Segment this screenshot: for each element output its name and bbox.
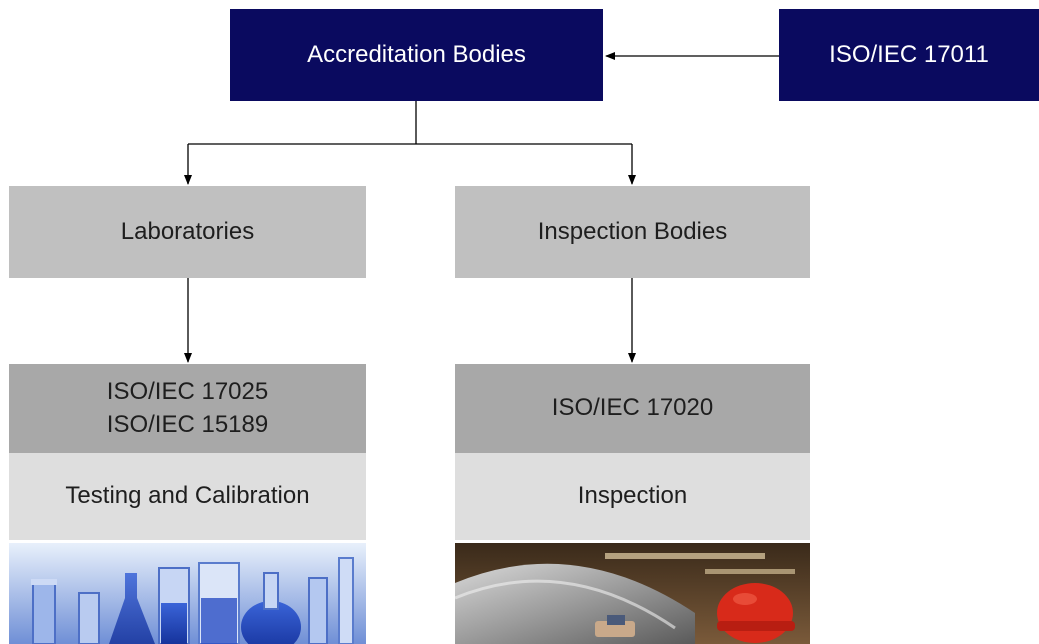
accreditation-bodies-label: Accreditation Bodies [307,40,526,68]
inspection-standard-17020: ISO/IEC 17020 [551,394,714,422]
inspection-standard-box: ISO/IEC 17020 [455,364,810,453]
iso-17011-box: ISO/IEC 17011 [779,9,1039,101]
lab-activity-label: Testing and Calibration [65,482,310,510]
laboratories-label: Laboratories [120,217,255,245]
inspection-bodies-box: Inspection Bodies [455,186,810,278]
lab-standards-box: ISO/IEC 17025 ISO/IEC 15189 [9,364,366,453]
lab-standard-17025: ISO/IEC 17025 [106,378,269,406]
laboratories-box: Laboratories [9,186,366,278]
inspection-activity-box: Inspection [455,453,810,540]
inspection-bodies-label: Inspection Bodies [537,217,728,245]
accreditation-bodies-box: Accreditation Bodies [230,9,603,101]
iso-17011-label: ISO/IEC 17011 [829,40,989,68]
lab-standard-15189: ISO/IEC 15189 [106,410,269,438]
inspection-activity-label: Inspection [577,482,688,510]
inspector-hardhat-photo [455,543,810,644]
laboratory-glassware-photo [9,543,366,644]
lab-activity-box: Testing and Calibration [9,453,366,540]
